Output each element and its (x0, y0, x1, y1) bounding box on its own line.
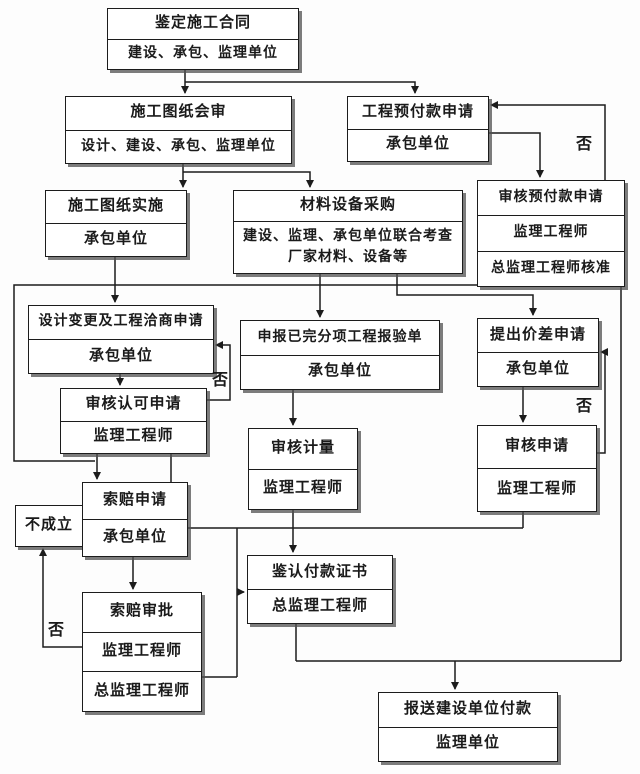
node-title: 施工图纸实施 (67, 198, 164, 215)
node-material-procurement: 材料设备采购 建设、监理、承包单位联合考查厂家材料、设备等 (233, 190, 463, 274)
node-party: 承包单位 (241, 354, 439, 390)
node-title: 施工图纸会审 (130, 104, 227, 121)
node-party: 承包单位 (29, 339, 213, 373)
node-title: 索赔审批 (109, 603, 174, 620)
label-no-design-change: 否 (212, 372, 229, 389)
node-payment-certificate: 鉴认付款证书 总监理工程师 (247, 555, 393, 624)
node-title: 鉴认付款证书 (271, 563, 368, 580)
label-no-price-difference: 否 (576, 398, 593, 415)
node-title: 审核申请 (504, 438, 569, 455)
node-review-application: 审核申请 监理工程师 (477, 425, 597, 512)
node-title: 审核预付款申请 (498, 190, 604, 206)
node-price-difference-apply: 提出价差申请 承包单位 (477, 318, 599, 387)
node-submit-owner-payment: 报送建设单位付款 监理单位 (378, 692, 558, 762)
node-approver: 总监理工程师 (83, 671, 201, 711)
node-review-advance-payment: 审核预付款申请 监理工程师 总监理工程师核准 (477, 180, 625, 287)
node-party: 监理工程师 (61, 420, 206, 454)
node-party: 监理工程师 (478, 468, 596, 511)
label-no-claim: 否 (48, 622, 65, 639)
node-title: 提出价差申请 (489, 326, 586, 343)
node-approver: 总监理工程师核准 (478, 250, 624, 286)
node-title: 工程预付款申请 (361, 103, 474, 120)
node-not-established: 不成立 (15, 505, 83, 547)
node-claim-approval: 索赔审批 监理工程师 总监理工程师 (82, 592, 202, 712)
node-claim-application: 索赔申请 承包单位 (82, 482, 188, 557)
node-party: 建设、承包、监理单位 (108, 38, 298, 70)
node-party: 设计、建设、承包、监理单位 (66, 129, 291, 164)
node-completed-item-report: 申报已完分项工程报验单 承包单位 (240, 320, 440, 390)
node-title: 报送建设单位付款 (403, 700, 532, 717)
node-party: 承包单位 (348, 128, 488, 162)
node-title: 设计变更及工程洽商申请 (38, 314, 204, 330)
node-review-approve-apply: 审核认可申请 监理工程师 (60, 388, 207, 454)
node-title: 审核认可申请 (85, 395, 182, 412)
node-drawing-review: 施工图纸会审 设计、建设、承包、监理单位 (65, 96, 292, 164)
node-review-measurement: 审核计量 监理工程师 (248, 428, 358, 510)
node-party: 建设、监理、承包单位联合考查厂家材料、设备等 (234, 221, 462, 273)
node-title: 不成立 (24, 517, 73, 534)
node-design-change-apply: 设计变更及工程洽商申请 承包单位 (28, 305, 214, 374)
node-party: 承包单位 (478, 352, 598, 386)
node-title: 申报已完分项工程报验单 (257, 329, 423, 345)
label-no-advance-payment: 否 (576, 136, 593, 153)
node-party: 监理工程师 (478, 215, 624, 250)
node-party: 承包单位 (46, 223, 186, 256)
node-title: 索赔申请 (102, 492, 167, 509)
node-party: 承包单位 (83, 519, 187, 556)
node-party: 监理工程师 (249, 468, 357, 510)
node-party: 监理工程师 (83, 631, 201, 672)
node-party: 监理单位 (379, 726, 557, 762)
node-title: 材料设备采购 (299, 197, 396, 214)
node-advance-payment-apply: 工程预付款申请 承包单位 (347, 96, 489, 162)
node-title: 鉴定施工合同 (154, 14, 251, 31)
node-party: 总监理工程师 (248, 589, 392, 623)
node-appraise-contract: 鉴定施工合同 建设、承包、监理单位 (107, 8, 299, 70)
node-title: 审核计量 (270, 439, 335, 456)
node-drawing-implementation: 施工图纸实施 承包单位 (45, 190, 187, 257)
